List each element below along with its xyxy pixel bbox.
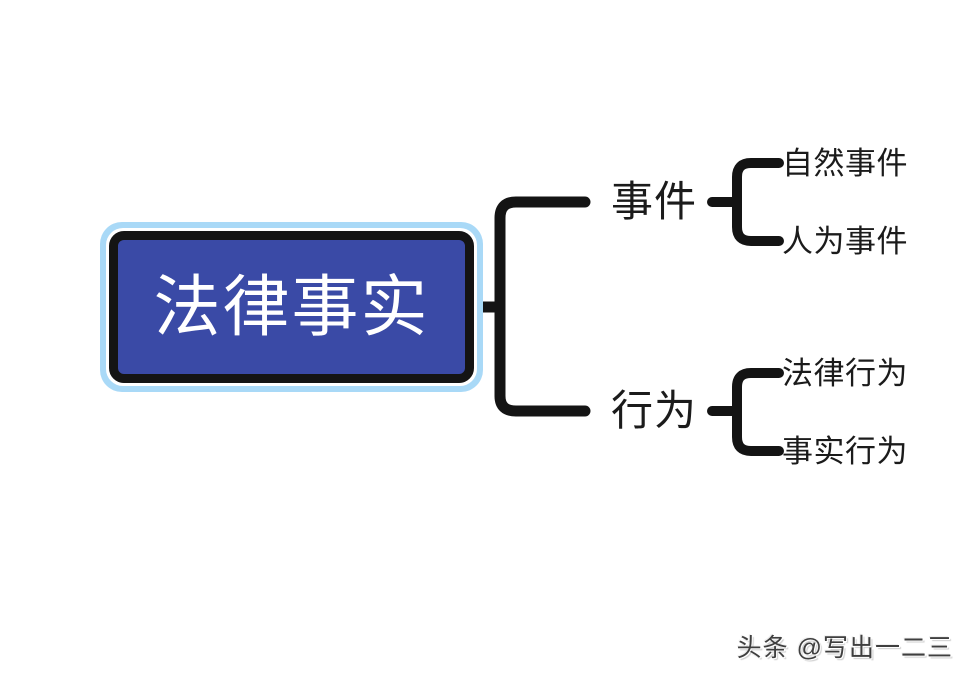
root-node-body: 法律事实 [109,231,474,383]
leaf-label-natural-events[interactable]: 自然事件 [782,146,908,181]
root-node-glow-gap: 法律事实 [106,228,477,386]
leaf-label-legal-acts[interactable]: 法律行为 [782,356,908,391]
branch-label-acts[interactable]: 行为 [611,387,698,434]
root-node-label: 法律事实 [153,269,430,345]
branch-label-events[interactable]: 事件 [611,178,698,225]
watermark: 头条 @写出一二三 [736,634,953,662]
root-node[interactable]: 法律事实 [100,222,483,392]
connector-root-bracket [494,196,591,417]
leaf-label-manmade-events[interactable]: 人为事件 [782,224,908,259]
leaf-label-factual-acts[interactable]: 事实行为 [782,434,908,469]
connector-branch-1-bracket [732,158,784,246]
connector-branch-2-bracket [732,368,784,456]
